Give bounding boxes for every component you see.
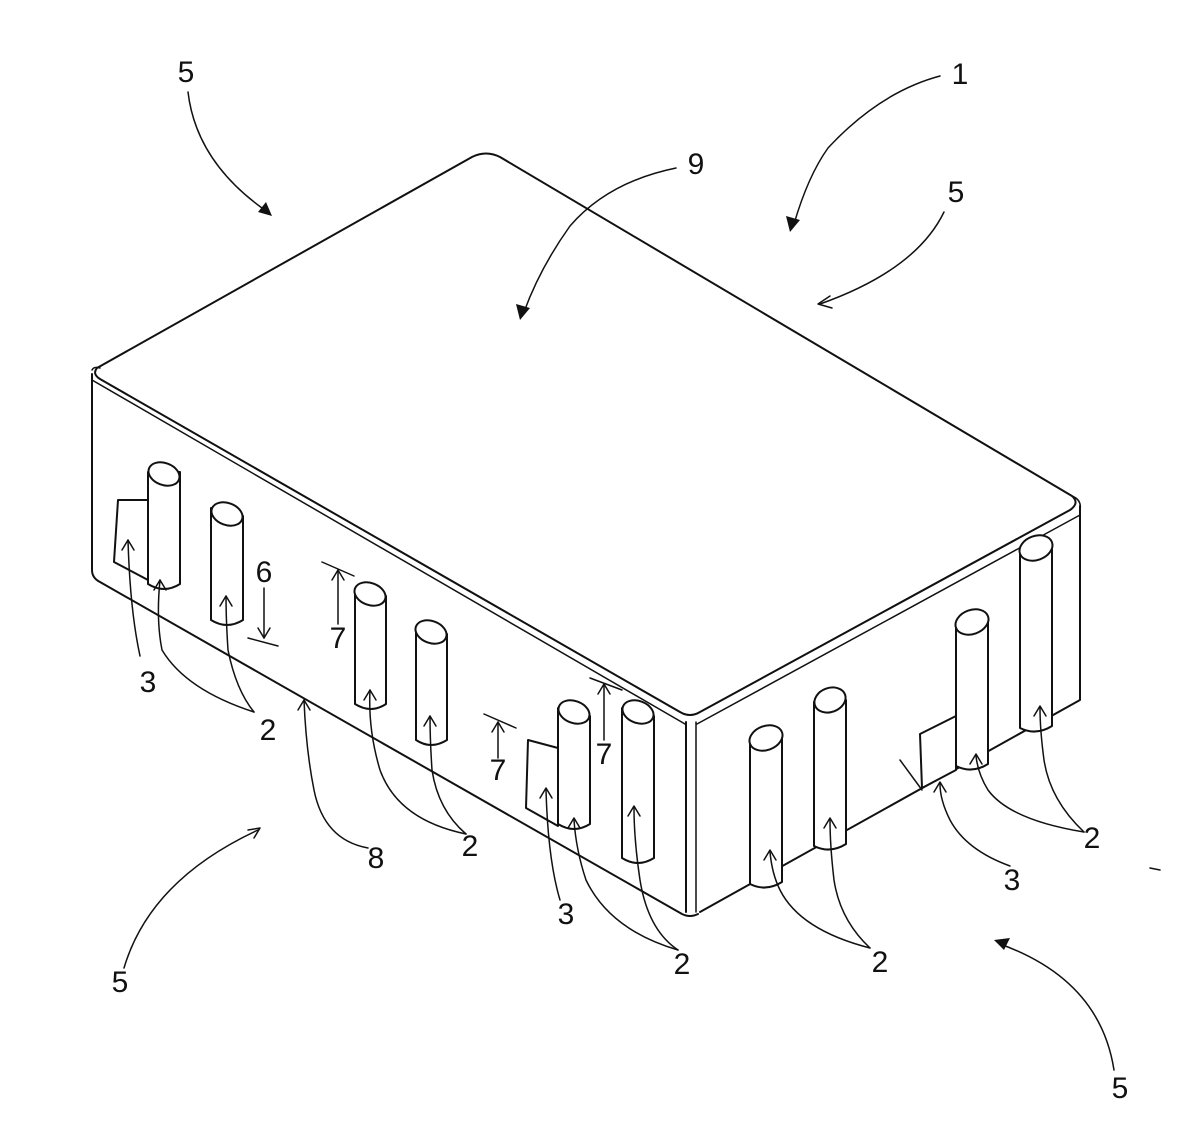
- ref-tab-left: 3: [140, 666, 157, 699]
- ref-dimension-b-middle: 7: [490, 754, 507, 787]
- projection: [1020, 546, 1052, 732]
- projection: [148, 472, 180, 589]
- ref-dimension-b-right: 7: [596, 738, 613, 771]
- ref-side-bottom-right: 5: [1112, 1072, 1129, 1105]
- ref-side-bottom-left: 5: [112, 966, 129, 999]
- projection: [956, 622, 988, 770]
- front-face: [92, 374, 698, 916]
- ref-device: 1: [952, 58, 969, 91]
- projections-right: [746, 531, 1056, 888]
- projection: [558, 708, 590, 829]
- ref-side-top-left: 5: [178, 56, 195, 89]
- tab: [526, 740, 558, 826]
- ref-top-face: 9: [688, 148, 705, 181]
- ref-projection-left: 2: [260, 714, 277, 747]
- ref-tab-right: 3: [1004, 864, 1021, 897]
- projection: [416, 628, 447, 745]
- tab: [114, 500, 148, 580]
- ref-dimension-a: 6: [256, 556, 273, 589]
- ref-side-top-right: 5: [948, 176, 965, 209]
- ref-projection-right-face: 2: [872, 946, 889, 979]
- projection: [750, 738, 782, 888]
- ref-projection-center: 2: [674, 948, 691, 981]
- ref-projection-right: 2: [1084, 822, 1101, 855]
- ref-projection-middle: 2: [462, 830, 479, 863]
- ref-tab-middle: 3: [558, 898, 575, 931]
- ref-dimension-b-left: 7: [330, 622, 347, 655]
- top-face: [95, 154, 1075, 716]
- tab: [920, 716, 956, 788]
- ref-bottom-edge: 8: [368, 842, 385, 875]
- projection: [622, 708, 654, 863]
